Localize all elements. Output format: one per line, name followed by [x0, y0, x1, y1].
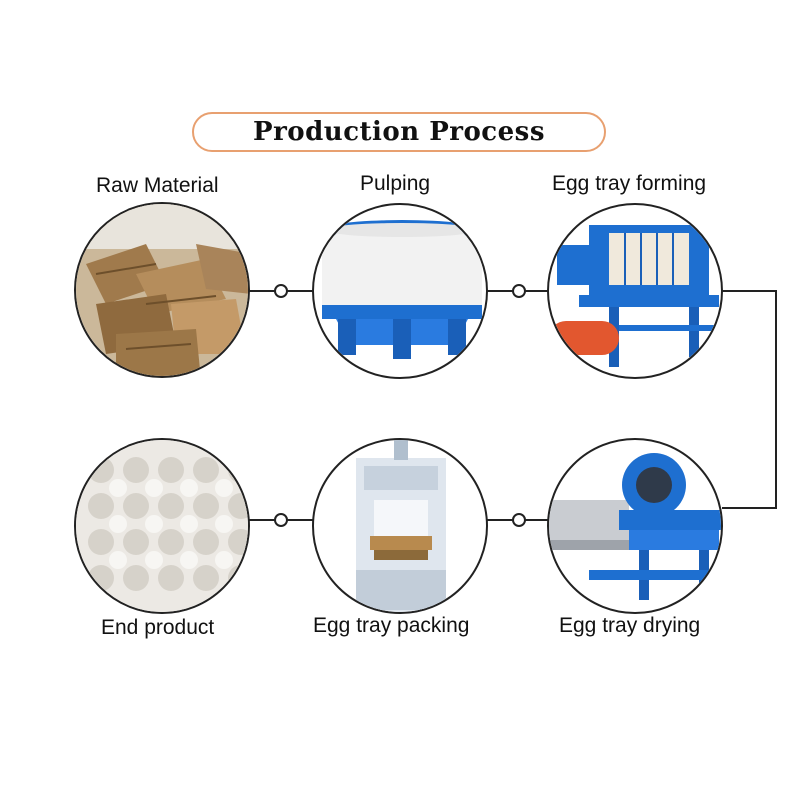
cardboard-pile-icon: [76, 204, 248, 376]
pulper-machine-icon: [322, 220, 482, 359]
forming-image: [547, 203, 723, 379]
step-label-pulping: Pulping: [360, 172, 431, 195]
title-banner: Production Process: [192, 112, 606, 152]
connector-node: [512, 513, 526, 527]
pulping-image: [312, 203, 488, 379]
packing-press-icon: [356, 440, 446, 612]
step-label-drying: Egg tray drying: [559, 614, 701, 637]
end-product-image: [74, 438, 250, 614]
egg-tray-icon: [76, 440, 248, 612]
step-label-end-product: End product: [101, 616, 215, 639]
connector-node: [274, 513, 288, 527]
forming-machine-icon: [549, 225, 719, 367]
connector-node: [512, 284, 526, 298]
step-label-raw-material: Raw Material: [96, 174, 219, 197]
connector-node: [274, 284, 288, 298]
packing-image: [312, 438, 488, 614]
step-label-packing: Egg tray packing: [313, 614, 470, 637]
drying-image: [547, 438, 723, 614]
connector-line-vertical: [722, 290, 777, 509]
raw-material-image: [74, 202, 250, 378]
page-title: Production Process: [253, 117, 545, 147]
drying-line-icon: [549, 453, 721, 600]
step-label-forming: Egg tray forming: [552, 172, 707, 195]
